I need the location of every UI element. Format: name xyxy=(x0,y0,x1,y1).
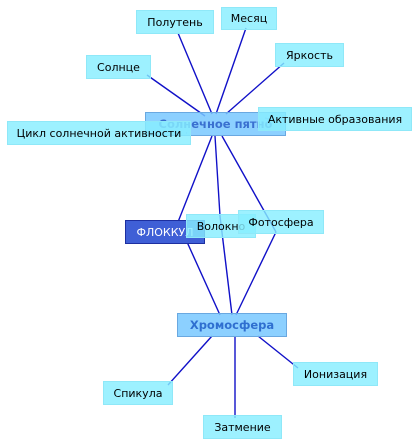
node-brightness[interactable]: Яркость xyxy=(275,43,344,67)
edge-sunspot-flocculus xyxy=(177,135,213,223)
node-active-formations[interactable]: Активные образования xyxy=(258,107,412,131)
edge-sunspot-month xyxy=(215,27,247,115)
node-penumbra[interactable]: Полутень xyxy=(136,10,214,34)
node-active-formations-label: Активные образования xyxy=(267,112,403,126)
node-sun-label: Солнце xyxy=(97,60,140,74)
node-sun[interactable]: Солнце xyxy=(86,55,151,79)
node-chromosphere-label: Хромосфера xyxy=(189,318,275,332)
edge-sunspot-penumbra xyxy=(177,32,213,115)
node-spicule-label: Спикула xyxy=(113,386,163,400)
edge-chromosphere-spicule xyxy=(167,335,213,386)
node-flocculus-label: ФЛОККУЛ xyxy=(136,225,194,239)
edge-sunspot-fibril xyxy=(214,135,221,217)
node-brightness-label: Яркость xyxy=(286,48,333,62)
node-ionization-label: Ионизация xyxy=(303,367,368,381)
node-fibril-label: Волокно xyxy=(196,219,246,233)
node-penumbra-label: Полутень xyxy=(147,15,203,29)
edge-chromosphere-photosphere xyxy=(235,231,277,316)
node-eclipse[interactable]: Затмение xyxy=(203,415,282,439)
node-chromosphere[interactable]: Хромосфера xyxy=(177,313,287,337)
node-spicule[interactable]: Спикула xyxy=(103,381,173,405)
node-solar-cycle-label: Цикл солнечной активности xyxy=(16,126,182,140)
node-photosphere[interactable]: Фотосфера xyxy=(238,210,324,234)
node-month-label: Месяц xyxy=(230,12,268,25)
node-solar-cycle[interactable]: Цикл солнечной активности xyxy=(7,121,191,145)
node-ionization[interactable]: Ионизация xyxy=(293,362,378,386)
edge-sunspot-brightness xyxy=(225,62,285,115)
node-month[interactable]: Месяц xyxy=(221,7,277,30)
edge-chromosphere-ionization xyxy=(257,335,299,369)
node-eclipse-label: Затмение xyxy=(214,420,271,434)
node-photosphere-label: Фотосфера xyxy=(248,215,314,229)
edge-sunspot-sun xyxy=(146,74,206,117)
